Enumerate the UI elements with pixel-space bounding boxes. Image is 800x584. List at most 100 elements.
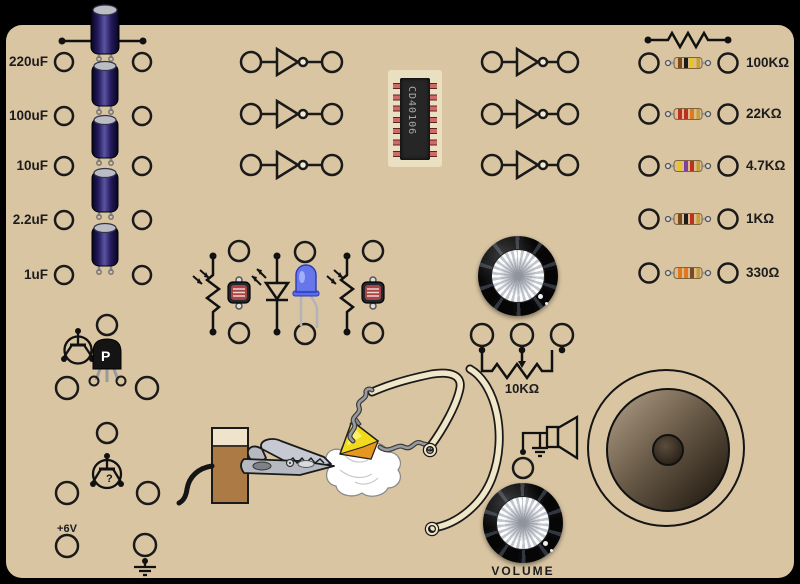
terminal[interactable] (115, 375, 127, 387)
terminal[interactable] (320, 102, 344, 126)
power-label: +6V (57, 523, 77, 535)
terminal[interactable] (469, 322, 495, 348)
terminal[interactable] (53, 105, 75, 127)
ic-chip (400, 78, 430, 160)
speaker-dome (652, 434, 684, 466)
terminal[interactable] (239, 102, 263, 126)
junction-dot (273, 252, 281, 260)
terminal[interactable] (717, 103, 739, 125)
transistor-p-label: P (101, 348, 110, 364)
terminal-plus6v[interactable] (54, 533, 80, 559)
resistor-symbol (648, 30, 728, 50)
capacitor-2.2uF (91, 167, 119, 220)
terminal[interactable] (361, 239, 385, 263)
pot-value-label: 10KΩ (504, 381, 540, 396)
terminal[interactable] (131, 264, 153, 286)
volume-knob[interactable] (483, 483, 563, 563)
junction-dot (724, 36, 732, 44)
capacitor-100uF (91, 60, 119, 115)
terminal[interactable] (480, 50, 504, 74)
terminal[interactable] (509, 322, 535, 348)
terminal[interactable] (717, 155, 739, 177)
inverter-column-right (480, 46, 580, 181)
terminal[interactable] (556, 153, 580, 177)
terminal[interactable] (638, 52, 660, 74)
blue-led-component (292, 240, 320, 346)
terminal[interactable] (320, 153, 344, 177)
terminal[interactable] (131, 155, 153, 177)
cap-label-100uF: 100uF (8, 108, 48, 123)
pitch-knob[interactable] (478, 236, 558, 316)
terminal[interactable] (54, 375, 80, 401)
terminal[interactable] (638, 208, 660, 230)
terminal[interactable] (293, 240, 317, 264)
resistor-rows (638, 52, 739, 284)
terminal[interactable] (53, 51, 75, 73)
terminal[interactable] (556, 50, 580, 74)
terminal[interactable] (54, 480, 80, 506)
terminal[interactable] (717, 262, 739, 284)
mystery-label: ? (106, 473, 113, 485)
terminal[interactable] (88, 375, 100, 387)
terminal[interactable] (717, 208, 739, 230)
terminal[interactable] (549, 322, 575, 348)
terminal[interactable] (717, 52, 739, 74)
inverter-column-left (239, 46, 344, 181)
res-label-1K: 1KΩ (746, 211, 775, 226)
terminal[interactable] (95, 313, 119, 337)
junction-dot (273, 328, 281, 336)
cap-label-1uF: 1uF (23, 267, 48, 282)
terminal[interactable] (239, 153, 263, 177)
terminal[interactable] (638, 103, 660, 125)
resistor-22K (638, 103, 739, 125)
terminal-speaker[interactable] (511, 456, 535, 480)
terminal[interactable] (361, 321, 385, 345)
volume-label: VOLUME (491, 564, 555, 578)
terminal[interactable] (53, 264, 75, 286)
resistor-330 (638, 262, 739, 284)
terminal[interactable] (53, 155, 75, 177)
res-label-330: 330Ω (746, 265, 780, 280)
inverter-gate (239, 149, 344, 181)
terminal[interactable] (131, 105, 153, 127)
terminal-ground[interactable] (132, 532, 158, 558)
resistor-100K (638, 52, 739, 74)
wire-eyelets (422, 442, 440, 537)
terminal[interactable] (53, 209, 75, 231)
photocell-component (361, 239, 385, 345)
terminal[interactable] (556, 102, 580, 126)
terminal[interactable] (135, 480, 161, 506)
ground-icon (134, 558, 156, 577)
speaker-ring (587, 369, 745, 527)
led-symbol (251, 256, 291, 332)
terminal[interactable] (131, 209, 153, 231)
junction-dot (343, 328, 351, 336)
chip-label: CD40106 (406, 86, 417, 136)
junction-dot (209, 328, 217, 336)
terminal[interactable] (95, 421, 119, 445)
terminal[interactable] (638, 262, 660, 284)
chip-pins-left (393, 83, 400, 157)
res-label-100K: 100KΩ (746, 55, 790, 70)
cap-label-10uF: 10uF (16, 158, 48, 173)
terminal[interactable] (239, 50, 263, 74)
junction-dot (644, 36, 652, 44)
terminal[interactable] (480, 153, 504, 177)
terminal[interactable] (480, 102, 504, 126)
terminal[interactable] (638, 155, 660, 177)
res-label-4.7K: 4.7KΩ (746, 158, 786, 173)
terminal[interactable] (134, 375, 160, 401)
inverter-gate (239, 46, 344, 78)
foil-wrapper (339, 416, 379, 460)
inverter-gate (480, 46, 580, 78)
cap-label-2.2uF: 2.2uF (12, 212, 48, 227)
terminal[interactable] (227, 239, 251, 263)
terminal[interactable] (320, 50, 344, 74)
terminal[interactable] (227, 321, 251, 345)
capacitor-220uF (90, 4, 120, 62)
terminal[interactable] (131, 51, 153, 73)
terminal[interactable] (293, 322, 317, 346)
knob-chrome (491, 249, 545, 303)
